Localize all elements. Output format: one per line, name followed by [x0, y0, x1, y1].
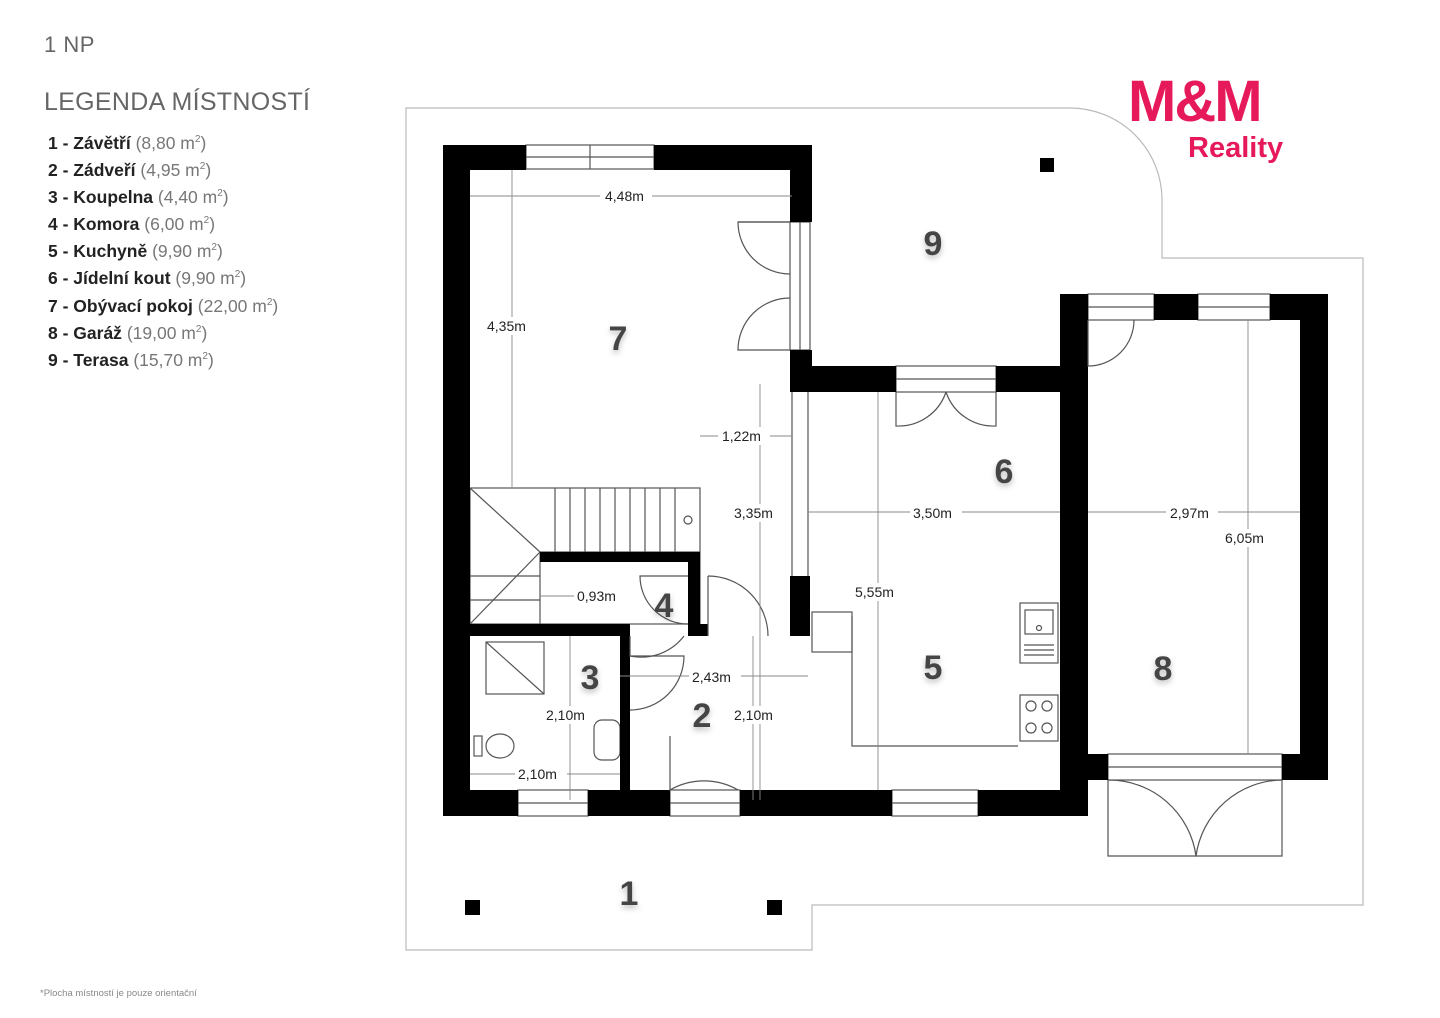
legend-item: 6 - Jídelní kout (9,90 m2) — [48, 268, 247, 289]
room-number-3: 3 — [581, 659, 600, 697]
door-swings — [629, 221, 1283, 857]
legend-item: 7 - Obývací pokoj (22,00 m2) — [48, 295, 279, 316]
dim-bath-width: 2,10m — [518, 766, 557, 782]
dimension-lines — [470, 170, 1300, 800]
walls — [443, 145, 1328, 915]
legend-item: 4 - Komora (6,00 m2) — [48, 214, 216, 235]
room-number-2: 2 — [693, 697, 712, 735]
thin-lines — [469, 392, 1059, 761]
legend-item: 9 - Terasa (15,70 m2) — [48, 349, 214, 370]
legend-item: 5 - Kuchyně (9,90 m2) — [48, 241, 223, 262]
legend-item: 8 - Garáž (19,00 m2) — [48, 322, 208, 343]
dim-garage-depth: 6,05m — [1225, 530, 1264, 546]
terrace-outline — [405, 107, 1364, 951]
footnote: *Plocha místností je pouze orientační — [40, 988, 197, 999]
room-number-7: 7 — [609, 320, 628, 358]
legend-item: 3 - Koupelna (4,40 m2) — [48, 187, 229, 208]
room-number-4: 4 — [655, 587, 674, 625]
room-number-1: 1 — [620, 875, 639, 913]
room-number-9: 9 — [924, 225, 943, 263]
room-number-5: 5 — [924, 649, 943, 687]
brand-logo-subtitle: Reality — [1188, 132, 1284, 164]
dim-passage: 1,22m — [722, 428, 761, 444]
dim-kitchen-depth: 5,55m — [855, 584, 894, 600]
room-legend: 1 - Závětří (8,80 m2) 2 - Zádveří (4,95 … — [48, 126, 278, 370]
legend-title: LEGENDA MÍSTNOSTÍ — [44, 88, 311, 116]
room-number-8: 8 — [1154, 650, 1173, 688]
dim-entry-width: 2,43m — [692, 669, 731, 685]
floor-label: 1 NP — [44, 32, 95, 57]
dim-garage-width: 2,97m — [1170, 505, 1209, 521]
dim-entry-depth: 2,10m — [734, 707, 773, 723]
dim-pantry: 0,93m — [577, 588, 616, 604]
brand-logo: M&M — [1128, 69, 1263, 134]
room-number-6: 6 — [995, 453, 1014, 491]
dimension-label-backgrounds — [484, 187, 1274, 783]
dim-living-width: 4,48m — [605, 188, 644, 204]
dim-dining-width: 3,50m — [913, 505, 952, 521]
windows — [517, 144, 1283, 817]
legend-item: 2 - Zádveří (4,95 m2) — [48, 159, 212, 180]
legend-item: 1 - Závětří (8,80 m2) — [48, 132, 207, 153]
dim-bath-depth: 2,10m — [546, 707, 585, 723]
dim-stair-hall: 3,35m — [734, 505, 773, 521]
dim-living-depth: 4,35m — [487, 318, 526, 334]
